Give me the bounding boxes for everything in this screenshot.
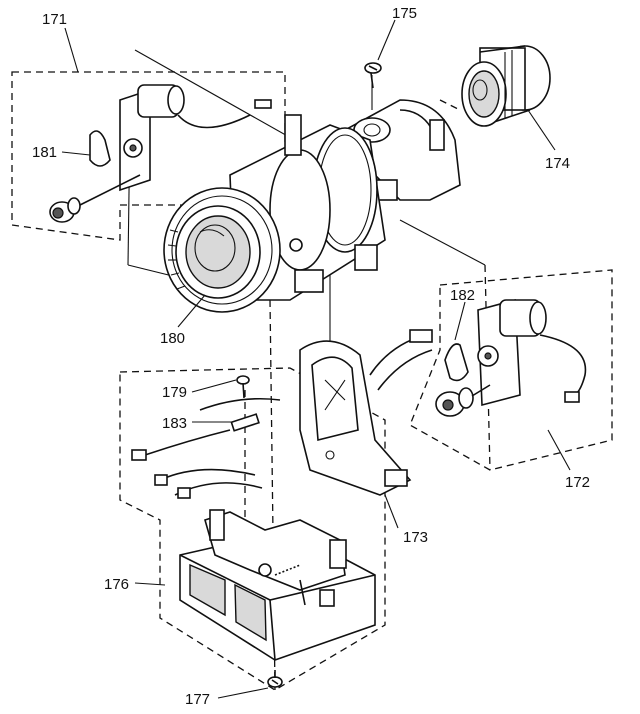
part-179-screw: [236, 375, 250, 399]
part-181-belt: [89, 130, 111, 167]
leader-177: [217, 687, 269, 699]
callout-179: 179: [162, 384, 187, 401]
callout-176: 176: [104, 576, 129, 593]
callout-175: 175: [392, 5, 417, 22]
callout-182: 182: [450, 287, 475, 304]
leader-175: [377, 19, 396, 61]
leader-171: [64, 27, 79, 73]
leader-176: [134, 582, 166, 586]
assembly-line: [439, 99, 461, 111]
callout-172: 172: [565, 474, 590, 491]
callout-171: 171: [42, 11, 67, 28]
part-177-screw: [267, 670, 283, 688]
part-175-screw: [364, 62, 382, 89]
part-180-lens-barrel: [163, 114, 386, 313]
part-174-lens-cylinder: [461, 45, 551, 127]
part-172-motor-assembly: [435, 298, 587, 417]
leader-173: [384, 494, 399, 529]
part-171-motor-assembly: [49, 84, 272, 223]
part-183-switch: [199, 397, 281, 432]
rear-housing: [343, 99, 461, 201]
assembly-line: [399, 219, 486, 266]
callout-183: 183: [162, 415, 187, 432]
leader-172: [547, 429, 571, 471]
callout-174: 174: [545, 155, 570, 172]
leader-179: [191, 379, 237, 393]
callout-180: 180: [160, 330, 185, 347]
part-173-frame: [299, 329, 433, 496]
callout-177: 177: [185, 691, 210, 708]
callout-173: 173: [403, 529, 428, 546]
part-176-housing: [179, 509, 376, 661]
leader-180: [177, 294, 206, 328]
leader-174: [527, 109, 556, 151]
leader-181: [61, 151, 91, 156]
flex-cables: [131, 429, 263, 499]
leader-182: [454, 301, 466, 341]
callout-181: 181: [32, 144, 57, 161]
group-171-boundary: [11, 71, 286, 241]
part-182-belt: [444, 343, 469, 382]
